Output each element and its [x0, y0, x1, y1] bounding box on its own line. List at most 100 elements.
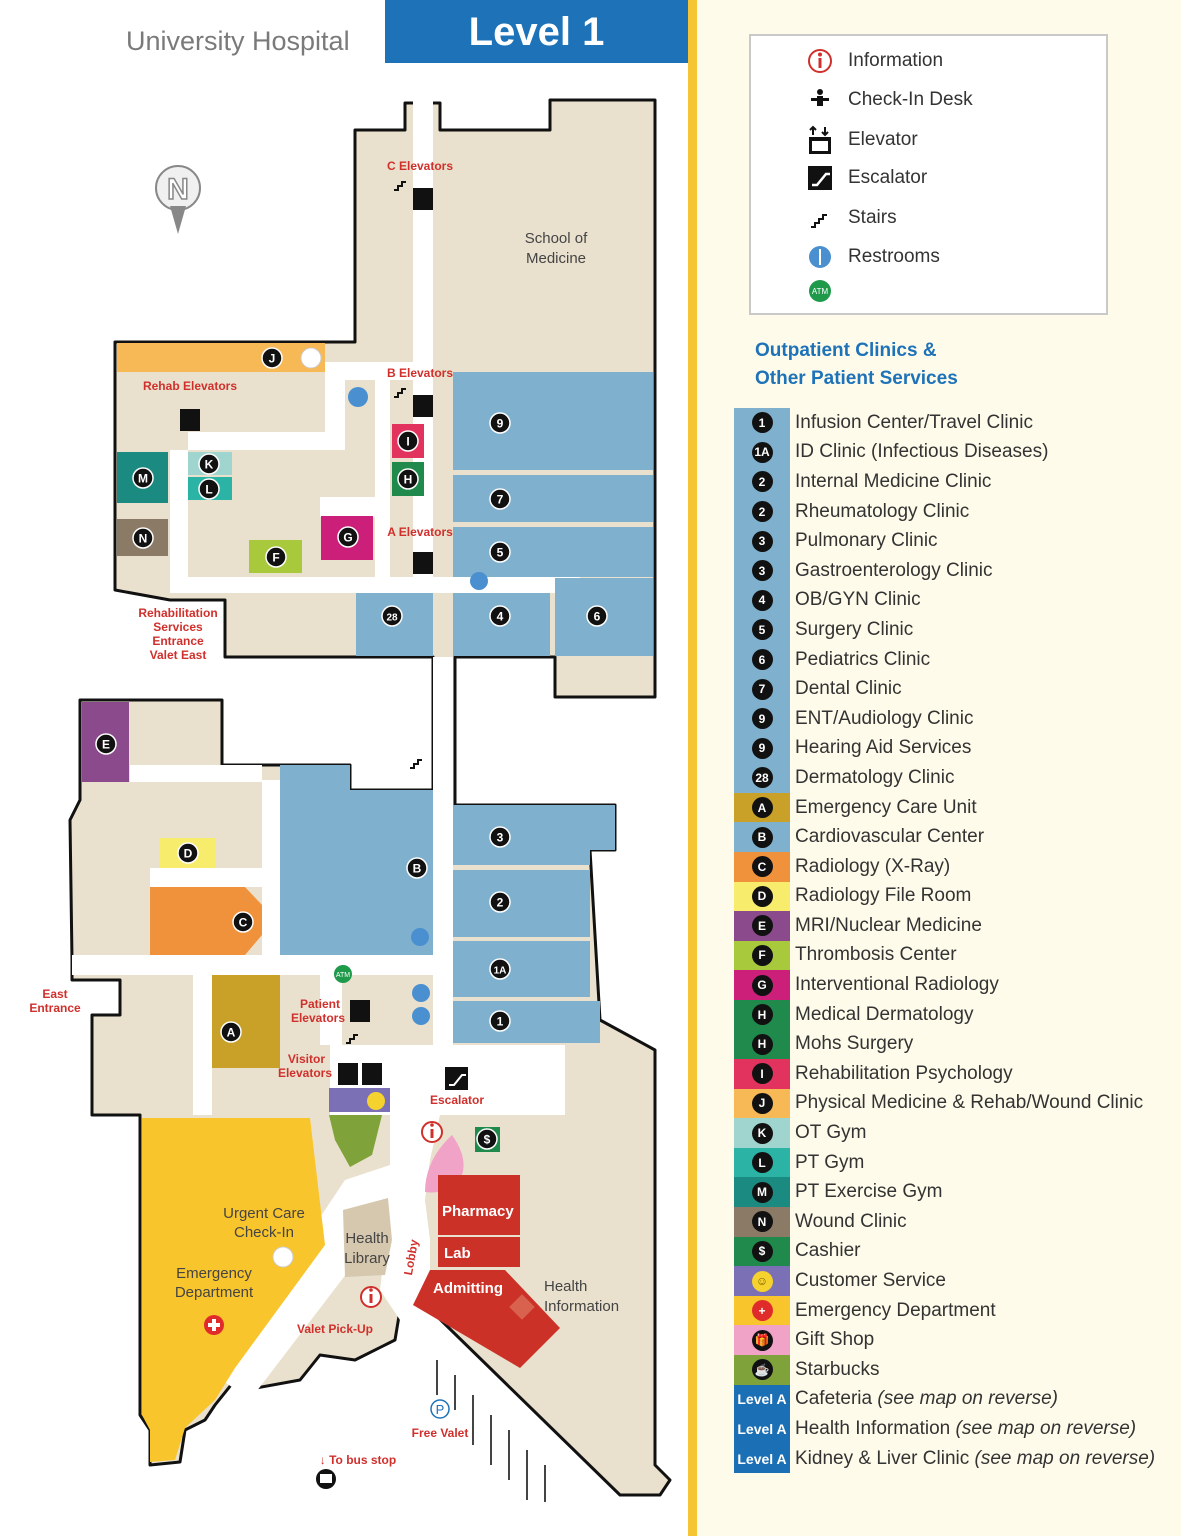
clinic-badge: Level A [734, 1443, 790, 1474]
clinic-badge: I [734, 1059, 790, 1089]
svg-text:Rehabilitation: Rehabilitation [138, 606, 217, 620]
clinic-list-item: ☺Customer Service [734, 1266, 1155, 1296]
clinic-badge: B [734, 822, 790, 852]
area-admitting [413, 1270, 560, 1368]
clinic-badge: 1 [734, 408, 790, 438]
clinic-name: Wound Clinic [795, 1210, 907, 1232]
svg-text:A: A [227, 1026, 236, 1040]
clinic-badge-text: K [751, 1122, 773, 1144]
clinic-badge: + [734, 1295, 790, 1326]
clinic-badge: 🎁 [734, 1325, 790, 1355]
lobby-label: Lobby [401, 1238, 421, 1276]
clinic-badge: C [734, 851, 790, 882]
svg-text:ATM: ATM [812, 287, 829, 296]
clinic-label: Mohs Surgery [795, 1033, 913, 1055]
clinic-label: Radiology (X-Ray) [795, 856, 950, 878]
stairs-icon [807, 205, 833, 231]
clinic-label: Pulmonary Clinic [795, 530, 938, 552]
escalator-label: Escalator [430, 1093, 484, 1107]
rehab-elevators-label: Rehab Elevators [143, 379, 237, 393]
clinic-badge-text: A [751, 797, 773, 819]
area-2 [453, 870, 590, 937]
clinic-label: Wound Clinic [795, 1211, 907, 1233]
legend-item-information: Information [807, 46, 943, 76]
svg-text:5: 5 [497, 546, 504, 560]
customer-service-icon [367, 1092, 385, 1110]
north-arrow-icon: N [155, 165, 201, 234]
clinic-badge: 1A [734, 437, 790, 468]
lab-label: Lab [444, 1245, 471, 1262]
svg-text:7: 7 [497, 493, 504, 507]
valet-pickup-label: Valet Pick-Up [297, 1322, 373, 1336]
clinic-list-item: +Emergency Department [734, 1295, 1155, 1326]
legend-item-stairs: Stairs [807, 203, 897, 233]
clinic-label: OB/GYN Clinic [795, 589, 921, 611]
map-marker-g: G [337, 526, 359, 548]
clinic-label: PT Exercise Gym [795, 1181, 942, 1203]
svg-text:Entrance: Entrance [152, 634, 204, 648]
map-marker-h: H [397, 468, 419, 490]
map-marker-i: I [397, 430, 419, 452]
check-in-desk-icon [272, 347, 322, 1268]
map-marker-c: C [232, 911, 254, 933]
clinic-badge-text: + [751, 1300, 773, 1322]
clinic-name: Medical Dermatology [795, 1003, 974, 1025]
clinic-badge-text: ☕ [751, 1359, 773, 1381]
legend-item-elevator: Elevator [807, 125, 918, 155]
clinic-badge: 9 [734, 703, 790, 734]
info-icon [360, 1286, 382, 1308]
svg-text:Emergency: Emergency [176, 1265, 252, 1282]
area-c [150, 887, 262, 955]
clinic-badge: ☺ [734, 1266, 790, 1296]
clinic-label: Health Information (see map on reverse) [795, 1418, 1136, 1440]
svg-text:E: E [102, 738, 110, 752]
divider-stripe [688, 0, 697, 1536]
svg-text:East: East [42, 987, 67, 1001]
clinic-badge: 7 [734, 674, 790, 704]
clinic-badge: 3 [734, 555, 790, 586]
legend-item-escalator: Escalator [807, 163, 927, 193]
clinic-badge-text: J [751, 1092, 773, 1114]
svg-text:P: P [436, 1402, 445, 1417]
clinic-badge: D [734, 881, 790, 912]
svg-text:3: 3 [497, 831, 504, 845]
clinics-title-line: Outpatient Clinics & [755, 340, 937, 361]
clinic-list-item: 🎁Gift Shop [734, 1325, 1155, 1355]
svg-text:1A: 1A [494, 966, 507, 977]
area-7 [453, 475, 653, 522]
svg-text:B: B [413, 862, 422, 876]
clinic-badge: ☕ [734, 1355, 790, 1385]
map-marker-1: 1 [489, 1010, 511, 1032]
map-marker-j: J [261, 347, 283, 369]
hospital-name: University Hospital [126, 26, 350, 56]
svg-text:Health: Health [544, 1278, 587, 1295]
area-1a [453, 941, 590, 997]
clinic-badge-text: D [751, 885, 773, 907]
school-of-medicine-label: School of Medicine [525, 230, 588, 267]
clinic-badge-text: Level A [737, 1420, 787, 1437]
svg-text:9: 9 [497, 417, 504, 431]
clinic-badge-text: E [751, 915, 773, 937]
clinic-name: Kidney & Liver Clinic [795, 1447, 970, 1469]
legend-item-check-in: Check-In Desk [807, 85, 973, 115]
map-marker-f: F [265, 546, 287, 568]
clinic-badge-text: 🎁 [751, 1329, 773, 1351]
clinic-label: Customer Service [795, 1270, 946, 1292]
clinic-badge-text: $ [751, 1240, 773, 1262]
clinic-badge: H [734, 1029, 790, 1060]
map-marker-e: E [95, 733, 117, 755]
svg-text:Urgent Care: Urgent Care [223, 1205, 305, 1222]
clinic-badge: M [734, 1177, 790, 1208]
clinic-list-item: Level A Health Information (see map on re… [734, 1414, 1155, 1444]
clinic-label: ENT/Audiology Clinic [795, 708, 973, 730]
